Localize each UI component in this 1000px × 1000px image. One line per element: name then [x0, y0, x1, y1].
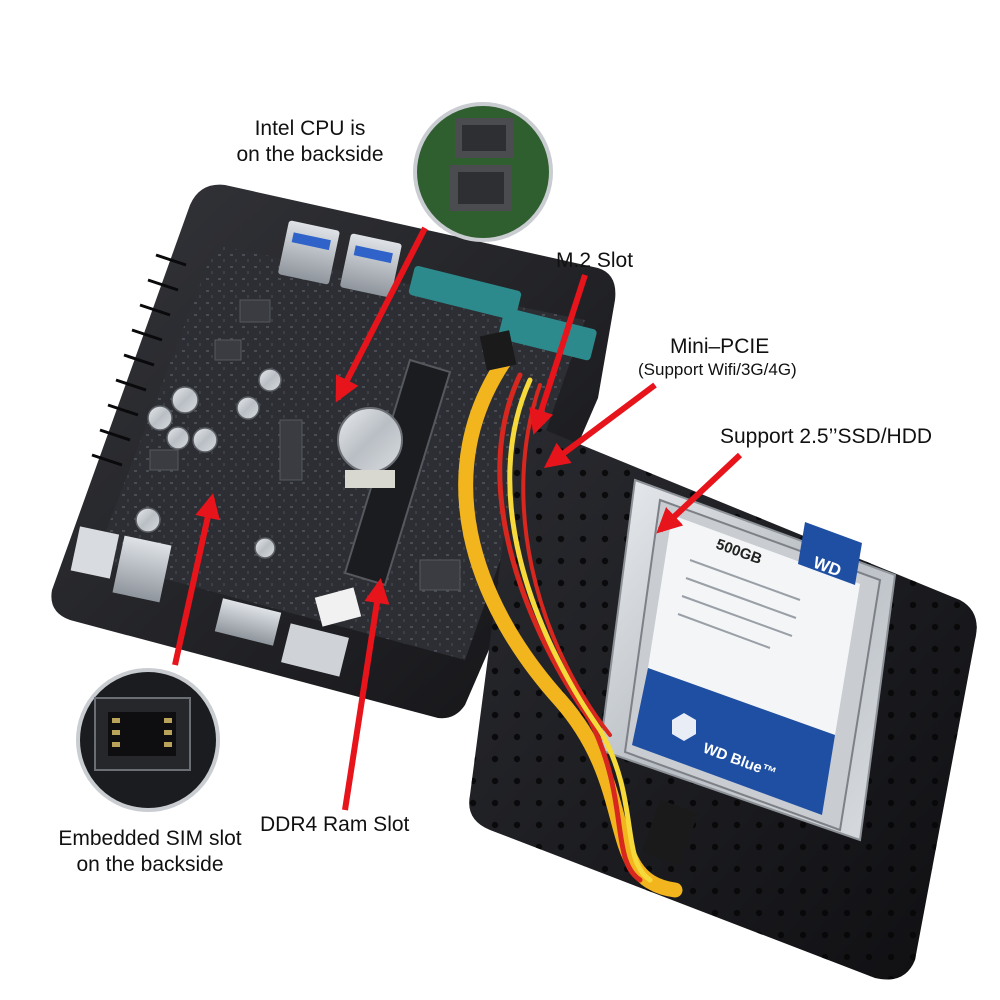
sata-cable — [458, 330, 699, 898]
capacitors — [135, 368, 282, 559]
label-cpu-line2: on the backside — [236, 143, 384, 166]
callout-arrows — [172, 226, 743, 811]
label-storage: Support 2.5’’SSD/HDD — [720, 425, 933, 448]
label-minipcie-sub: (Support Wifi/3G/4G) — [638, 360, 797, 379]
label-ddr4: DDR4 Ram Slot — [260, 813, 410, 836]
label-sim-line2: on the backside — [76, 853, 224, 876]
arrow-cpu — [335, 226, 428, 403]
arrow-m2 — [529, 274, 588, 435]
arrow-ddr4 — [342, 578, 390, 811]
sim-inset — [76, 668, 220, 812]
label-minipcie: Mini–PCIE (Support Wifi/3G/4G) — [638, 334, 797, 380]
motherboard — [95, 245, 585, 660]
hard-drive — [623, 498, 882, 832]
arrow-storage — [656, 452, 743, 534]
arrow-minipcie — [543, 382, 657, 469]
label-sim: Embedded SIM slot on the backside — [30, 826, 270, 878]
usb-ports — [278, 220, 402, 298]
serial-ports — [408, 265, 597, 361]
label-cpu: Intel CPU is on the backside — [210, 116, 410, 168]
cmos-battery — [337, 407, 403, 473]
cpu-inset — [413, 102, 553, 242]
front-ports — [70, 526, 349, 677]
label-sim-line1: Embedded SIM slot — [58, 827, 242, 850]
label-minipcie-title: Mini–PCIE — [670, 335, 770, 358]
label-cpu-line1: Intel CPU is — [254, 117, 366, 140]
label-m2: M.2 Slot — [556, 249, 634, 272]
arrow-sim — [172, 493, 220, 666]
